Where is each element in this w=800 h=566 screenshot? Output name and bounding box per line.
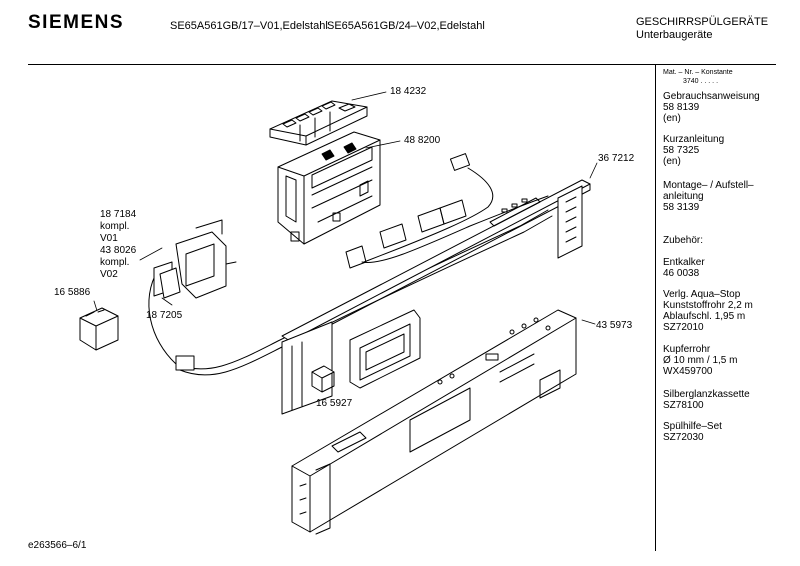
part-label-184232: 18 4232 [390, 86, 427, 97]
documentation-sidebar [655, 65, 777, 551]
part-label-pump-group: 18 7184 kompl. V01 43 8026 kompl. V02 [100, 209, 136, 281]
doc-installation-guide: Montage– / Aufstell– anleitung 58 3139 [663, 180, 754, 213]
doc-language: (en) [663, 113, 681, 124]
category-subtitle: Unterbaugeräte [636, 29, 713, 41]
part-label-kompl-1: kompl. [100, 221, 130, 232]
accessory-detail: Kunststoffrohr 2,2 m [663, 300, 753, 311]
accessory-rinse-aid-set: Spülhilfe–Set SZ72030 [663, 421, 722, 443]
accessory-copper-pipe: Kupferrohr Ø 10 mm / 1,5 m WX459700 [663, 344, 737, 377]
accessory-number: SZ78100 [663, 400, 704, 411]
accessory-detail: Ablaufschl. 1,95 m [663, 311, 746, 322]
accessory-name: Verlg. Aqua–Stop [663, 289, 741, 300]
model-number-2: SE65A561GB/24–V02,Edelstahl [327, 20, 485, 32]
doc-title-cont: anleitung [663, 191, 704, 202]
accessories-heading: Zubehör: [663, 235, 703, 246]
part-label-v02: V02 [100, 269, 118, 280]
document-id: e263566–6/1 [28, 540, 87, 551]
doc-user-manual: Gebrauchsanweisung 58 8139 (en) [663, 91, 760, 124]
part-label-kompl-2: kompl. [100, 257, 130, 268]
part-label-435973: 43 5973 [596, 320, 633, 331]
part-label-488200: 48 8200 [404, 135, 441, 146]
part-label-165886: 16 5886 [54, 287, 91, 298]
category-title: GESCHIRRSPÜLGERÄTE [636, 16, 769, 28]
accessory-aquastop-extension: Verlg. Aqua–Stop Kunststoffrohr 2,2 m Ab… [663, 289, 753, 333]
accessory-name: Spülhilfe–Set [663, 421, 722, 432]
doc-quick-guide: Kurzanleitung 58 7325 (en) [663, 134, 724, 167]
sidebar-header-value: 3740 . . . . . [683, 78, 719, 85]
accessory-number: 46 0038 [663, 268, 700, 279]
header-rule [28, 64, 776, 65]
sidebar-header: Mat. – Nr. – Konstante 3740 . . . . . [663, 68, 733, 86]
small-block-part [311, 365, 335, 393]
button-strip-part [269, 100, 368, 146]
accessory-silver-cassette: Silberglanzkassette SZ78100 [663, 389, 750, 411]
doc-title: Kurzanleitung [663, 134, 725, 145]
accessory-descaler: Entkalker 46 0038 [663, 257, 705, 279]
sensor-part [159, 267, 181, 299]
sidebar-header-label: Mat. – Nr. – Konstante [663, 69, 733, 76]
accessory-number: WX459700 [663, 366, 713, 377]
doc-number: 58 7325 [663, 145, 700, 156]
accessory-detail: Ø 10 mm / 1,5 m [663, 355, 738, 366]
control-panel-part [291, 309, 577, 535]
accessory-name: Silberglanzkassette [663, 389, 750, 400]
doc-number: 58 3139 [663, 202, 700, 213]
part-label-367212: 36 7212 [598, 153, 635, 164]
part-label-438026: 43 8026 [100, 245, 137, 256]
doc-title: Montage– / Aufstell– [663, 180, 754, 191]
accessory-name: Entkalker [663, 257, 705, 268]
accessories-title: Zubehör: [663, 235, 704, 246]
part-label-165927: 16 5927 [316, 398, 353, 409]
part-label-v01: V01 [100, 233, 118, 244]
doc-language: (en) [663, 156, 681, 167]
accessory-number: SZ72010 [663, 322, 704, 333]
accessory-number: SZ72030 [663, 432, 704, 443]
part-label-187205: 18 7205 [146, 310, 183, 321]
doc-number: 58 8139 [663, 102, 700, 113]
control-module-part [277, 131, 381, 245]
accessory-name: Kupferrohr [663, 344, 711, 355]
doc-title: Gebrauchsanweisung [663, 91, 760, 102]
product-category: GESCHIRRSPÜLGERÄTE Unterbaugeräte [636, 16, 768, 42]
brand-logo: SIEMENS [28, 12, 125, 33]
part-label-187184: 18 7184 [100, 209, 137, 220]
relay-block-part [79, 307, 119, 351]
model-number-1: SE65A561GB/17–V01,Edelstahl [170, 20, 328, 32]
